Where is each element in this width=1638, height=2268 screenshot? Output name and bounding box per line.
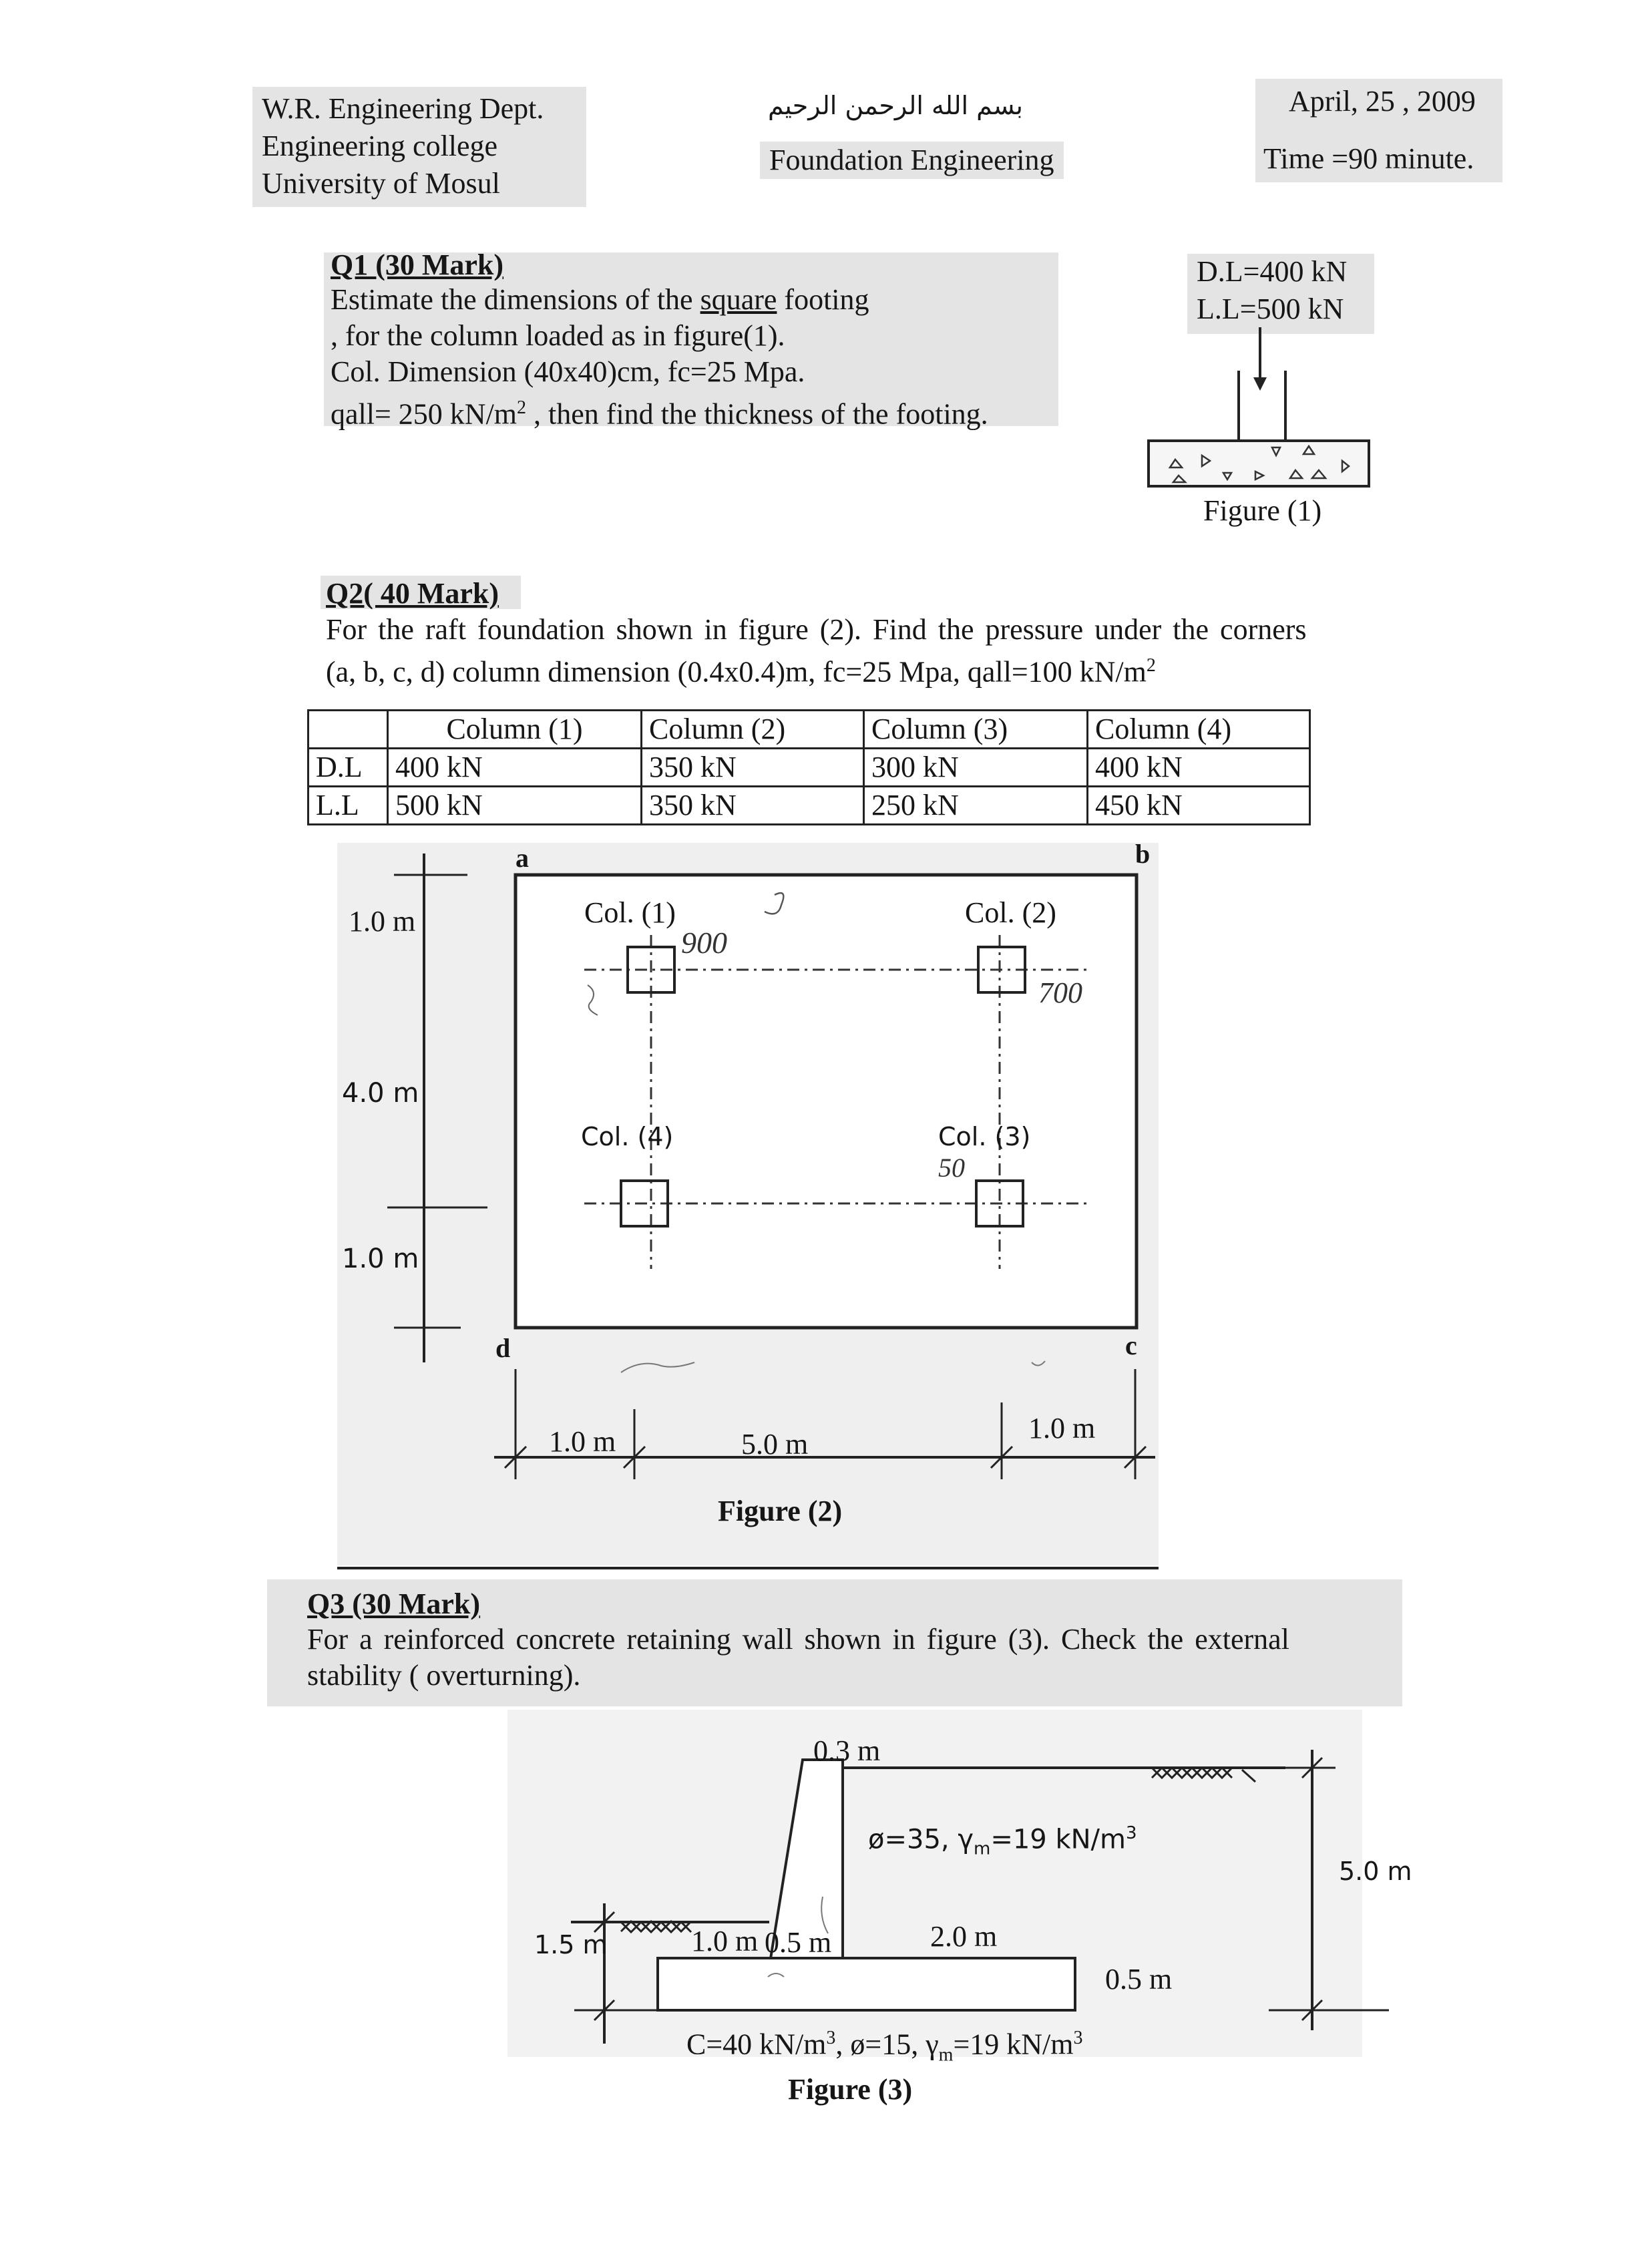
- corner-d-label: d: [495, 1333, 511, 1363]
- table-header-cell: Column (1): [387, 709, 642, 749]
- corner-b-label: b: [1135, 839, 1151, 869]
- wall-height: 5.0 m: [1339, 1857, 1412, 1886]
- column-2-label: Col. (2): [965, 896, 1056, 929]
- q1-line-4b: , then find the thickness of the footing…: [526, 397, 988, 431]
- q1-line-4: qall= 250 kN/m2 , then find the thicknes…: [331, 390, 988, 433]
- table-cell: 250 kN: [863, 785, 1088, 825]
- corner-c-label: c: [1125, 1330, 1137, 1360]
- q2-line-1: For the raft foundation shown in figure …: [326, 613, 1307, 646]
- fig1-live-load: L.L=500 kN: [1197, 293, 1344, 325]
- table-cell: 450 kN: [1086, 785, 1311, 825]
- q3-line-2: stability ( overturning).: [307, 1659, 581, 1692]
- table-cell: 300 kN: [863, 747, 1088, 787]
- dim-bot-1m: 1.0 m: [342, 1244, 419, 1274]
- q2-title: Q2( 40 Mark): [326, 577, 499, 610]
- table-header-cell: Column (3): [863, 709, 1088, 749]
- dim-mid-4m: 4.0 m: [342, 1078, 419, 1109]
- table-cell: 350 kN: [640, 747, 865, 787]
- soil-a: C=40 kN/m: [686, 2028, 827, 2061]
- dept-name: W.R. Engineering Dept.: [262, 92, 544, 125]
- header-right-block: [1255, 79, 1502, 182]
- figure-1-caption: Figure (1): [1203, 494, 1322, 527]
- university-name: University of Mosul: [262, 167, 500, 200]
- handwritten-900: 900: [681, 926, 727, 960]
- backfill-sup: 3: [1125, 1823, 1137, 1843]
- soil-sub: m: [938, 2044, 954, 2066]
- table-cell: L.L: [307, 785, 389, 825]
- basmala: بسم الله الرحمن الرحيم: [768, 91, 1023, 120]
- column-4-label: Col. (4): [581, 1122, 674, 1151]
- table-row: L.L 500 kN 350 kN 250 kN 450 kN: [307, 785, 1311, 825]
- handwritten-50: 50: [938, 1153, 965, 1183]
- q2-line-2-sup: 2: [1146, 655, 1156, 676]
- backfill-properties: ø=35, γm=19 kN/m3: [868, 1815, 1137, 1867]
- soil-sup-2: 3: [1073, 2028, 1083, 2048]
- stem-base-width: 0.5 m: [765, 1926, 832, 1959]
- toe-length: 1.0 m: [691, 1925, 759, 1957]
- backfill-b: =19 kN/m: [990, 1824, 1126, 1855]
- table-header-cell: Column (4): [1086, 709, 1311, 749]
- stem-top-width: 0.3 m: [813, 1734, 881, 1767]
- base-thickness: 0.5 m: [1105, 1963, 1173, 1996]
- q1-line-1c: footing: [777, 283, 869, 316]
- header-left-block: [252, 87, 586, 207]
- q1-line-3: Col. Dimension (40x40)cm, fc=25 Mpa.: [331, 355, 805, 388]
- column-3-label: Col. (3): [938, 1122, 1031, 1151]
- q1-line-4a: qall= 250 kN/m: [331, 397, 518, 431]
- fig1-load-shade: [1187, 254, 1374, 334]
- fig1-dead-load: D.L=400 kN: [1197, 255, 1348, 288]
- backfill-a: ø=35, γ: [868, 1824, 974, 1855]
- table-cell: 400 kN: [1086, 747, 1311, 787]
- q1-square-word: square: [700, 283, 777, 316]
- corner-a-label: a: [516, 843, 529, 873]
- q1-line-4-sup: 2: [517, 397, 527, 418]
- q1-title: Q1 (30 Mark): [331, 248, 504, 281]
- table-row: D.L 400 kN 350 kN 300 kN 400 kN: [307, 747, 1311, 787]
- table-header-row: Column (1) Column (2) Column (3) Column …: [307, 709, 1311, 749]
- heel-length: 2.0 m: [930, 1920, 998, 1953]
- handwritten-700: 700: [1038, 976, 1082, 1009]
- soil-b: , ø=15, γ: [835, 2028, 939, 2061]
- q1-line-1: Estimate the dimensions of the square fo…: [331, 282, 869, 318]
- q2-title-shade: [321, 576, 521, 609]
- fig3-background: [507, 1710, 1362, 2057]
- table-cell: 350 kN: [640, 785, 865, 825]
- figure-2-caption: Figure (2): [718, 1495, 843, 1527]
- college-name: Engineering college: [262, 130, 498, 162]
- column-1-label: Col. (1): [584, 896, 676, 929]
- toe-depth: 1.5 m: [534, 1930, 608, 1959]
- q3-title: Q3 (30 Mark): [307, 1587, 481, 1620]
- table-header-cell: Column (2): [640, 709, 865, 749]
- backfill-sub: m: [974, 1839, 991, 1859]
- exam-time: Time =90 minute.: [1263, 142, 1474, 175]
- column-loads-table: Column (1) Column (2) Column (3) Column …: [307, 709, 1311, 825]
- dim-right-1m: 1.0 m: [1028, 1412, 1096, 1445]
- table-header-cell: [307, 709, 389, 749]
- table-cell: 500 kN: [387, 785, 642, 825]
- course-title: Foundation Engineering: [760, 142, 1064, 179]
- q1-shade: [324, 252, 1058, 426]
- q2-line-2a: (a, b, c, d) column dimension (0.4x0.4)m…: [326, 655, 1147, 689]
- soil-c: =19 kN/m: [953, 2028, 1074, 2061]
- q1-line-1a: Estimate the dimensions of the: [331, 283, 700, 316]
- dim-left-1m: 1.0 m: [549, 1425, 616, 1458]
- dim-center-5m: 5.0 m: [741, 1428, 809, 1461]
- q3-line-1: For a reinforced concrete retaining wall…: [307, 1623, 1289, 1656]
- q3-shade: [267, 1579, 1402, 1706]
- q2-line-2: (a, b, c, d) column dimension (0.4x0.4)m…: [326, 648, 1156, 691]
- table-cell: 400 kN: [387, 747, 642, 787]
- q1-line-2: , for the column loaded as in figure(1).: [331, 319, 785, 352]
- exam-date: April, 25 , 2009: [1289, 85, 1476, 118]
- foundation-soil-properties: C=40 kN/m3, ø=15, γm=19 kN/m3: [686, 2020, 1082, 2073]
- table-cell: D.L: [307, 747, 389, 787]
- soil-sup-1: 3: [826, 2028, 836, 2048]
- dim-top-1m: 1.0 m: [349, 905, 416, 938]
- figure-3-caption: Figure (3): [788, 2073, 913, 2106]
